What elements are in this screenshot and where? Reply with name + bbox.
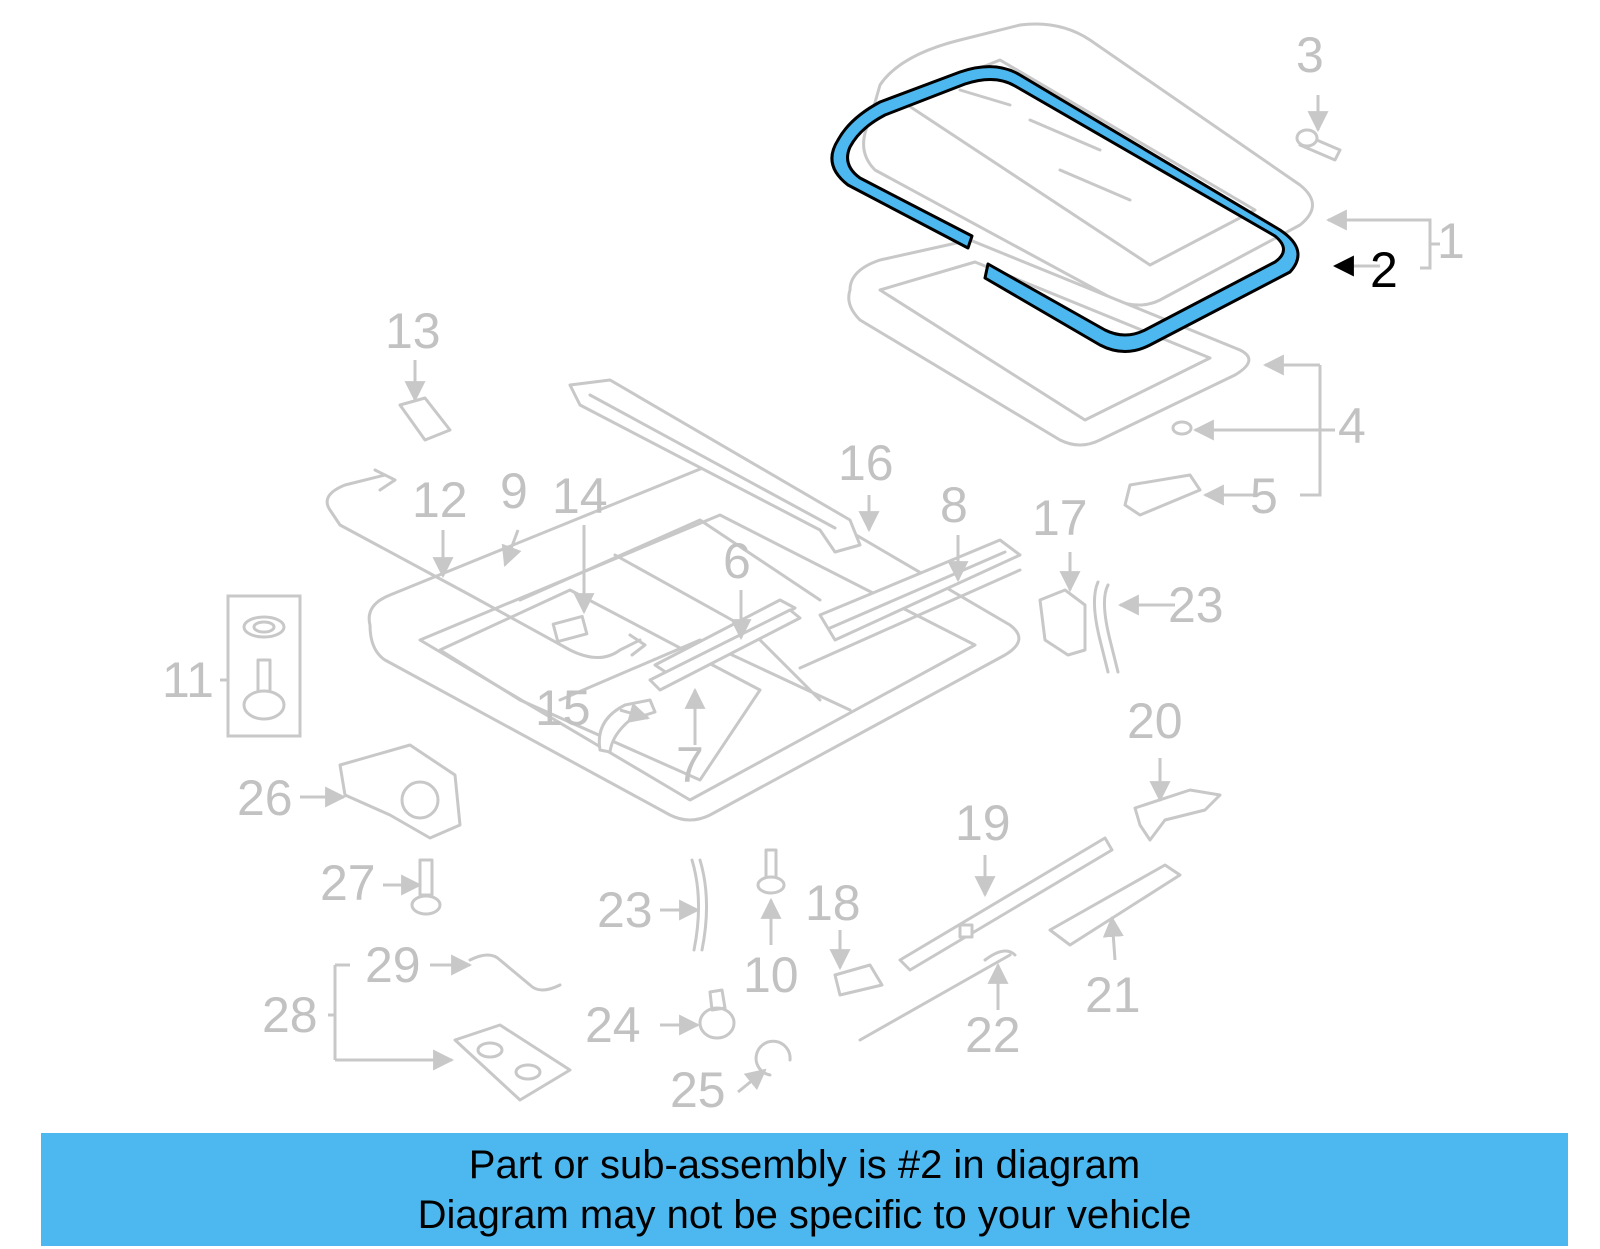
clip-25 bbox=[754, 1039, 792, 1077]
callout-8: 8 bbox=[940, 477, 968, 533]
callout-22: 22 bbox=[965, 1007, 1021, 1063]
callout-7: 7 bbox=[676, 737, 704, 793]
callout-9: 9 bbox=[500, 463, 528, 519]
crank-handle bbox=[468, 953, 562, 992]
callout-25: 25 bbox=[670, 1062, 726, 1118]
callout-numbers: 1 2 3 4 5 6 7 8 9 10 11 12 13 14 15 16 1… bbox=[162, 27, 1465, 1118]
callout-24: 24 bbox=[585, 997, 641, 1053]
motor-bolt bbox=[410, 858, 442, 916]
callout-27: 27 bbox=[320, 855, 376, 911]
rail-19 bbox=[898, 836, 1114, 972]
bracket-17 bbox=[1038, 588, 1087, 657]
banner-line-2: Diagram may not be specific to your vehi… bbox=[417, 1193, 1192, 1237]
grommet-24 bbox=[698, 988, 736, 1040]
drain-hose-upper bbox=[1093, 580, 1120, 674]
bracket-18 bbox=[833, 963, 884, 997]
cover-plate bbox=[453, 1023, 572, 1102]
callout-14: 14 bbox=[552, 468, 608, 524]
clip-4 bbox=[1171, 420, 1193, 436]
glass-weatherstrip-seal bbox=[830, 65, 1300, 353]
drain-hose-lower bbox=[690, 858, 708, 952]
callout-1: 1 bbox=[1437, 213, 1465, 269]
callout-19: 19 bbox=[955, 795, 1011, 851]
callout-6: 6 bbox=[723, 533, 751, 589]
cable-22 bbox=[858, 949, 1017, 1042]
callout-3: 3 bbox=[1296, 27, 1324, 83]
banner-line-1: Part or sub-assembly is #2 in diagram bbox=[468, 1143, 1141, 1187]
bracket-20 bbox=[1133, 788, 1222, 842]
callout-11: 11 bbox=[162, 652, 214, 708]
callout-21: 21 bbox=[1085, 967, 1141, 1023]
callout-20: 20 bbox=[1127, 693, 1183, 749]
side-rail bbox=[798, 538, 1022, 670]
front-bow bbox=[568, 378, 862, 554]
callout-16: 16 bbox=[838, 435, 894, 491]
callout-5: 5 bbox=[1250, 468, 1278, 524]
bolt-3 bbox=[1295, 128, 1342, 162]
callout-2: 2 bbox=[1370, 242, 1398, 298]
sunroof-motor bbox=[338, 743, 462, 840]
callout-23-upper: 23 bbox=[1168, 577, 1224, 633]
callout-23-lower: 23 bbox=[597, 882, 653, 938]
bracket-13 bbox=[398, 396, 452, 442]
callout-12: 12 bbox=[412, 472, 468, 528]
rail-21 bbox=[1048, 863, 1182, 947]
grommet-set bbox=[226, 594, 302, 738]
callout-29: 29 bbox=[365, 937, 421, 993]
bolt-10 bbox=[756, 848, 786, 895]
clip-block bbox=[551, 614, 589, 644]
callout-4: 4 bbox=[1338, 398, 1366, 454]
callout-18: 18 bbox=[805, 875, 861, 931]
callout-28: 28 bbox=[262, 987, 318, 1043]
info-banner: Part or sub-assembly is #2 in diagram Di… bbox=[41, 1133, 1568, 1246]
leader-lines bbox=[220, 95, 1440, 1094]
drive-cable bbox=[325, 468, 647, 659]
trim-piece-5 bbox=[1123, 473, 1202, 517]
callout-13: 13 bbox=[385, 303, 441, 359]
callout-26: 26 bbox=[237, 770, 293, 826]
callout-15: 15 bbox=[535, 680, 591, 736]
callout-10: 10 bbox=[743, 947, 799, 1003]
callout-17: 17 bbox=[1032, 490, 1088, 546]
guide-rail bbox=[648, 598, 802, 692]
sunroof-frame-bottom bbox=[847, 238, 1251, 447]
